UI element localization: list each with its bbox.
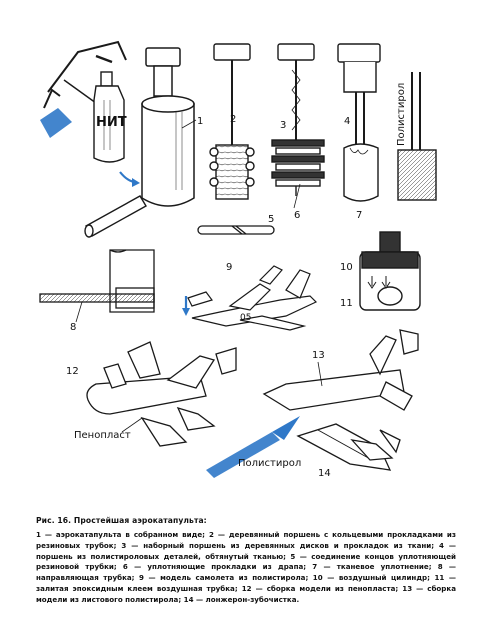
label-10: 10 — [340, 262, 353, 273]
bottle-label: НИТ — [96, 115, 127, 130]
figure-caption: Рис. 16. Простейшая аэрокатапульта: 1 — … — [36, 516, 456, 606]
polystyrene-piston — [337, 43, 381, 202]
label-14: 14 — [318, 468, 331, 479]
spray-bottle — [93, 71, 125, 163]
sheet-model — [262, 329, 419, 411]
spar-wing — [296, 423, 401, 471]
air-cylinder — [359, 231, 421, 311]
label-9: 9 — [226, 262, 232, 273]
label-8: 8 — [70, 322, 76, 333]
label-6: 6 — [294, 210, 300, 221]
label-polistirol-vertical: Полистирол — [396, 83, 407, 146]
label-penoplast: Пенопласт — [74, 430, 131, 441]
foam-model — [86, 341, 237, 447]
hacksaw-blade — [40, 108, 72, 138]
launch-tube — [84, 195, 147, 238]
polystyrene-model — [187, 265, 318, 331]
hacksaw — [43, 40, 127, 117]
label-11: 11 — [340, 298, 353, 309]
tube-joint — [197, 225, 275, 235]
label-1: 1 — [197, 116, 203, 127]
blue-tool — [206, 432, 280, 478]
label-5: 5 — [268, 214, 274, 225]
model-mark: 05 — [240, 313, 251, 323]
label-polistirol-bottom: Полистирол — [238, 458, 301, 469]
label-13: 13 — [312, 350, 325, 361]
label-4: 4 — [344, 116, 350, 127]
catapult-assembled — [141, 47, 195, 207]
stacked-piston — [271, 43, 325, 196]
label-7: 7 — [356, 210, 362, 221]
caption-title: Рис. 16. Простейшая аэрокатапульта: — [36, 516, 207, 525]
wooden-piston — [209, 43, 255, 200]
polystyrene-block — [397, 72, 437, 201]
label-12: 12 — [66, 366, 79, 377]
guide-tube — [39, 249, 155, 313]
caption-text: 1 — аэрокатапульта в собранном виде; 2 —… — [36, 530, 456, 604]
label-3: 3 — [280, 120, 286, 131]
label-2: 2 — [230, 114, 236, 125]
